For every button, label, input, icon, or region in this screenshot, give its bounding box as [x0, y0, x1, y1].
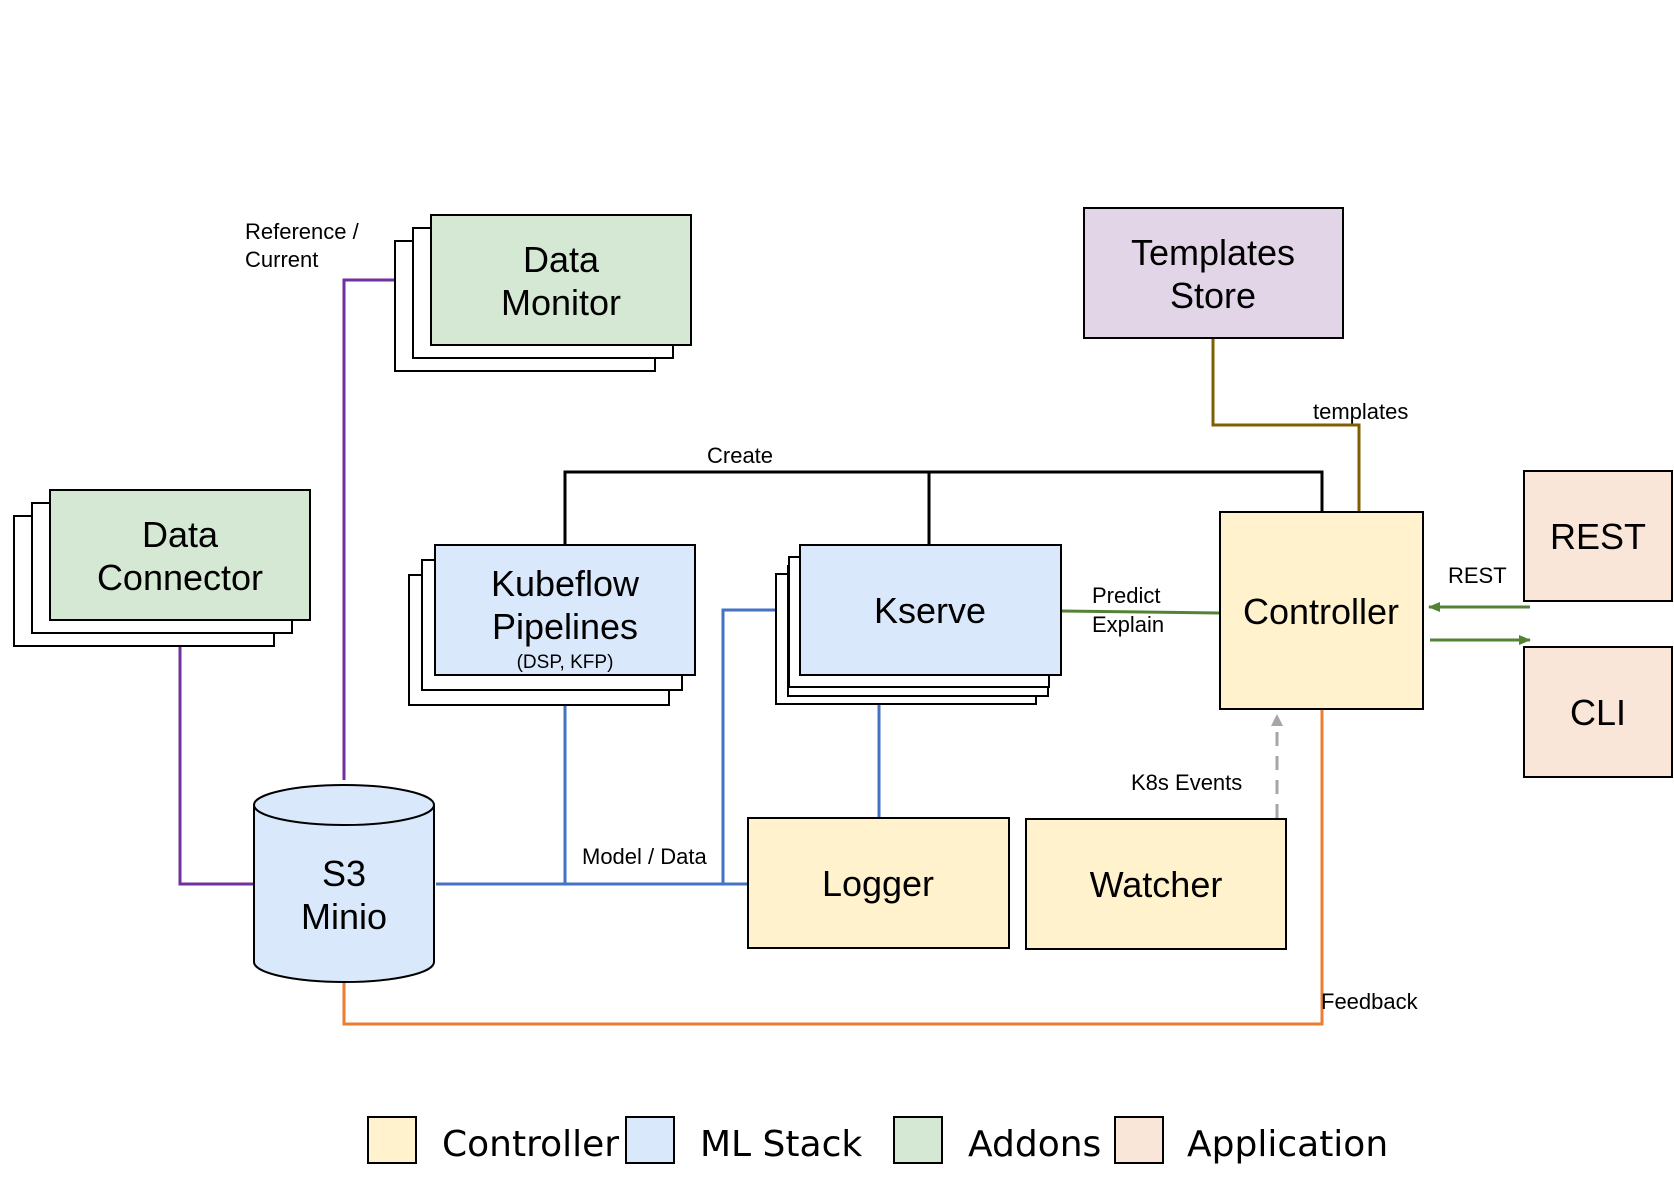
legend-swatch-application: [1114, 1116, 1164, 1164]
feedback-label: Feedback: [1321, 989, 1419, 1014]
kserve-label: Kserve: [874, 590, 986, 631]
data-monitor-box: [430, 214, 692, 346]
controller-label: Controller: [1243, 591, 1399, 632]
s3-cylinder-top: [253, 784, 435, 826]
s3-label-line1: S3: [322, 853, 366, 894]
rest-edge-label: REST: [1448, 563, 1507, 588]
rest-node: REST: [1523, 470, 1673, 602]
kubeflow-pipelines-node: Kubeflow Pipelines (DSP, KFP): [408, 544, 696, 706]
data-connector-node: Data Connector: [13, 489, 311, 647]
templates-store-label-line1: Templates: [1131, 232, 1295, 273]
feedback-edge: [342, 710, 1324, 1026]
create-edge: [563, 470, 1324, 545]
create-edge-label: Create: [707, 443, 773, 468]
templates-store-label-line2: Store: [1170, 275, 1256, 316]
logger-label: Logger: [822, 863, 934, 904]
model-data-label: Model / Data: [582, 844, 707, 869]
data-monitor-node: Data Monitor: [394, 214, 692, 372]
controller-node: Controller: [1219, 511, 1424, 710]
legend-label-application: Application: [1187, 1124, 1388, 1165]
templates-edge-label: templates: [1313, 399, 1408, 424]
kserve-box: [799, 544, 1062, 676]
rest-label: REST: [1550, 516, 1646, 557]
rest-box: [1523, 470, 1673, 602]
watcher-box: [1025, 818, 1287, 950]
controller-box: [1219, 511, 1424, 710]
kubeflow-label-line2: Pipelines: [492, 606, 638, 647]
templates-edge: [1211, 338, 1361, 512]
k8s-events-label: K8s Events: [1131, 770, 1242, 795]
logger-box: [747, 817, 1010, 949]
legend-label-ml-stack: ML Stack: [700, 1124, 862, 1165]
reference-current-label-line1: Reference /: [245, 219, 360, 244]
predict-explain-label-line1: Predict: [1092, 583, 1160, 608]
reference-current-label-line2: Current: [245, 247, 318, 272]
predict-explain-edge: [1060, 609, 1220, 615]
data-connector-label-line2: Connector: [97, 557, 263, 598]
s3-minio-node: S3 Minio: [253, 784, 435, 983]
cli-label: CLI: [1570, 692, 1626, 733]
kserve-node: Kserve: [775, 544, 1062, 705]
s3-cylinder-body: [253, 805, 435, 983]
templates-store-node: Templates Store: [1083, 207, 1344, 339]
s3-label-line2: Minio: [301, 896, 387, 937]
predict-explain-label-line2: Explain: [1092, 612, 1164, 637]
cli-box: [1523, 646, 1673, 778]
data-connector-box: [49, 489, 311, 621]
data-connector-label-line1: Data: [142, 514, 219, 555]
watcher-label: Watcher: [1090, 864, 1223, 905]
legend-label-controller: Controller: [442, 1124, 619, 1165]
templates-store-box: [1083, 207, 1344, 339]
kubeflow-label-line1: Kubeflow: [491, 563, 640, 604]
legend-swatch-controller: [367, 1116, 417, 1164]
legend-label-addons: Addons: [968, 1124, 1101, 1165]
legend: Controller ML Stack Addons Application: [367, 1116, 1388, 1165]
cli-node: CLI: [1523, 646, 1673, 778]
data-monitor-label-line1: Data: [523, 239, 600, 280]
kubeflow-pipelines-box: [434, 544, 696, 676]
data-connector-to-s3-edge: [178, 621, 254, 886]
kubeflow-sublabel: (DSP, KFP): [517, 652, 614, 673]
logger-node: Logger: [747, 817, 1010, 949]
legend-swatch-ml-stack: [625, 1116, 675, 1164]
legend-swatch-addons: [893, 1116, 943, 1164]
kserve-to-bus-edge: [721, 608, 799, 884]
watcher-node: Watcher: [1025, 818, 1287, 950]
data-monitor-label-line2: Monitor: [501, 282, 621, 323]
